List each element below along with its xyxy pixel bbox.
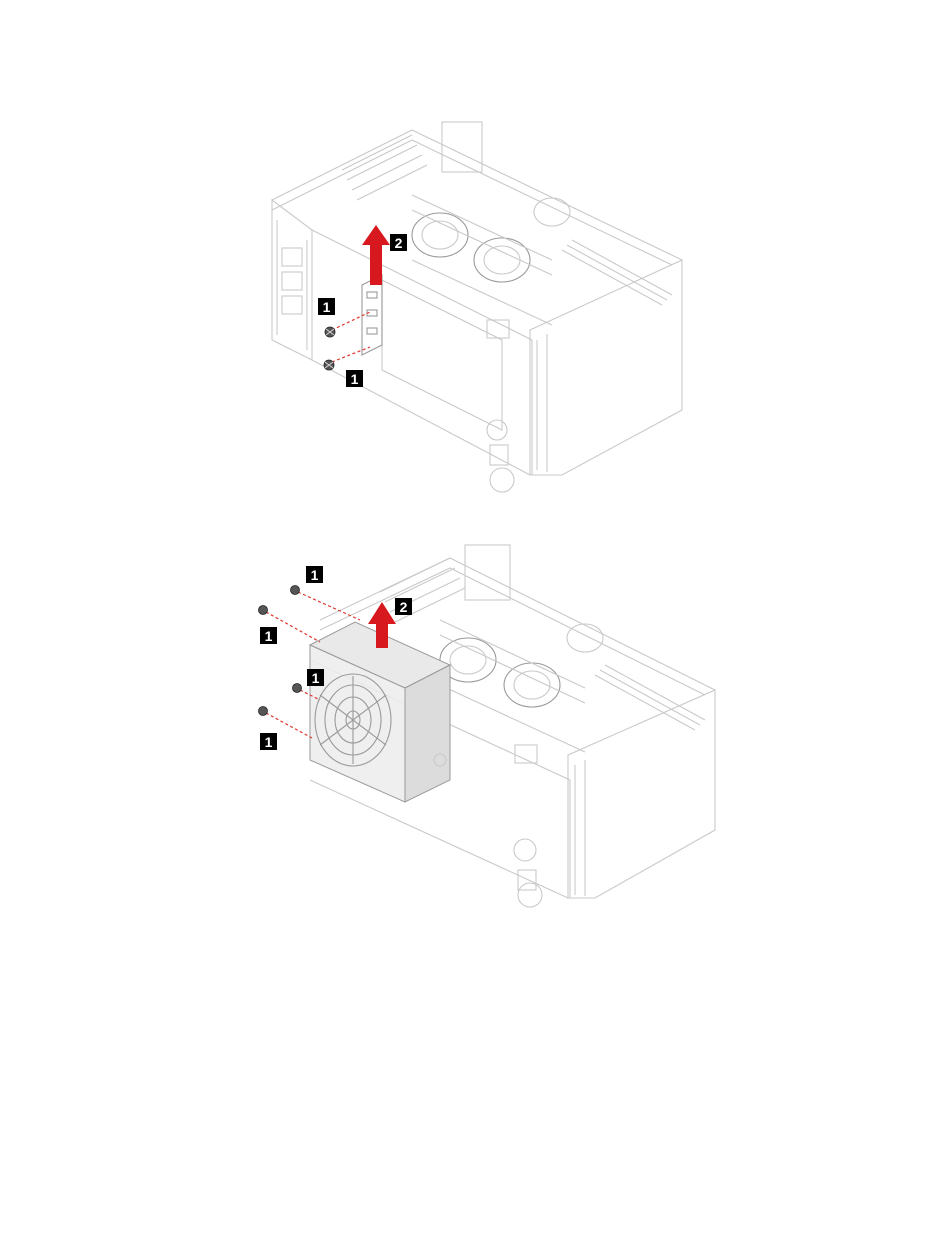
callout-badge-1: 1 <box>260 627 277 644</box>
svg-text:1: 1 <box>351 371 359 387</box>
callout-badge-2: 2 <box>390 234 407 251</box>
screw-icon <box>325 327 335 337</box>
screw-guide-line-upper <box>332 312 370 330</box>
figure-1-illustration: 1 2 1 <box>262 100 692 480</box>
svg-text:2: 2 <box>400 599 408 615</box>
screw-icon <box>291 586 300 595</box>
bracket-part <box>362 275 382 355</box>
svg-text:2: 2 <box>395 235 403 251</box>
svg-text:1: 1 <box>312 670 320 686</box>
figure-bracket-removal: 1 2 1 <box>262 100 692 480</box>
lift-up-arrow-icon <box>362 225 390 285</box>
fan-module-part <box>310 622 450 802</box>
screw-icon <box>259 606 268 615</box>
screw-icon <box>324 360 334 370</box>
callout-badge-1: 1 <box>307 669 324 686</box>
screw-icon <box>293 684 302 693</box>
figure-fan-module-removal: 1 2 1 1 1 <box>250 530 720 902</box>
svg-text:1: 1 <box>311 567 319 583</box>
figure-2-illustration: 1 2 1 1 1 <box>250 530 720 902</box>
callout-badge-2: 2 <box>395 598 412 615</box>
callout-badge-1: 1 <box>318 298 335 315</box>
screw-icon <box>259 707 268 716</box>
svg-text:1: 1 <box>265 734 273 750</box>
svg-text:1: 1 <box>323 299 331 315</box>
callout-badge-1: 1 <box>306 566 323 583</box>
screw-guide-line-lower <box>332 347 370 362</box>
callout-badge-1: 1 <box>346 370 363 387</box>
callout-badge-1: 1 <box>260 733 277 750</box>
svg-text:1: 1 <box>265 628 273 644</box>
